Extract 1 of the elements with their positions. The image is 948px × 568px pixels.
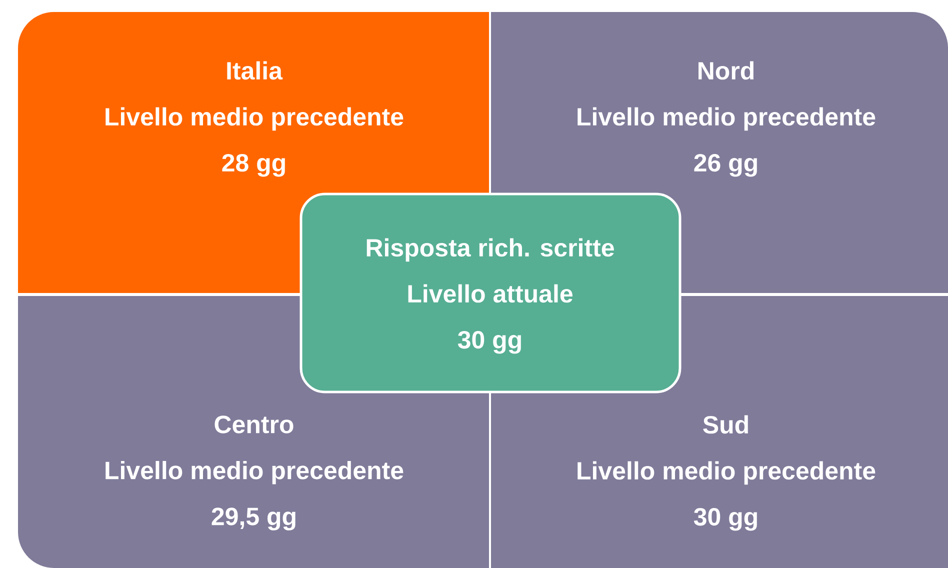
- center-box: Risposta rich. scritte Livello attuale 30 gg: [300, 192, 682, 394]
